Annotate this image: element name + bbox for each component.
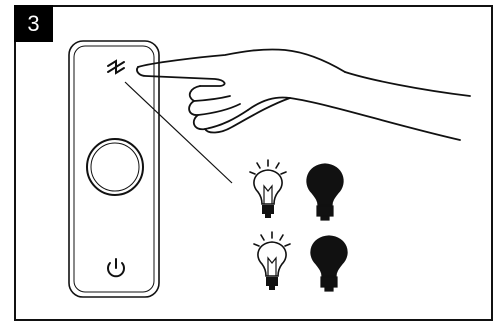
lit-bulb-icon-row2 [253,231,291,290]
step-number-badge: 3 [14,5,53,42]
unlit-bulb-icon-row1 [306,163,344,221]
lightning-icon[interactable] [107,59,125,75]
leader-line [124,81,233,184]
sensor-ring-icon[interactable] [86,138,144,196]
lit-bulb-icon-row1 [249,159,287,218]
pointing-hand-icon [136,48,471,141]
power-icon[interactable] [107,258,125,278]
unlit-bulb-icon-row2 [310,235,348,292]
wall-switch-device [68,40,160,298]
illustration-frame [14,5,493,321]
